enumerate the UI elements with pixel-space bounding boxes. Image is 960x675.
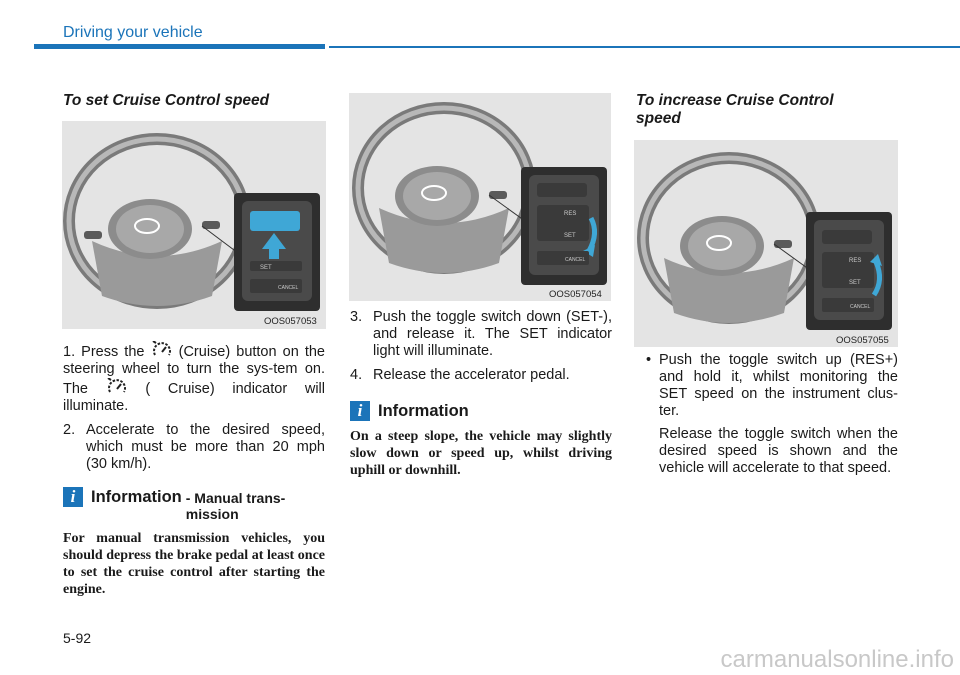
figure-code-3: OOS057055 (836, 335, 889, 346)
steps-list-left: 1. Press the (Cruise) button on the stee… (63, 341, 325, 480)
cruise-icon (107, 378, 126, 393)
figure-steering-wheel-1: SET CANCEL (62, 121, 326, 329)
step-1-text-c: ( Cruise) indicator will illuminate. (63, 381, 325, 414)
figure-label-set: SET (849, 280, 861, 286)
step-4-number: 4. (350, 367, 363, 383)
step-3-text: Push the toggle switch down (SET-), and … (373, 309, 612, 359)
figure-label-cancel: CANCEL (278, 285, 299, 291)
figure-label-cancel: CANCEL (850, 304, 871, 310)
step-2-text: Accelerate to the desired speed, which m… (86, 422, 325, 472)
figure-label-set: SET (260, 265, 272, 271)
figure-label-cancel: CANCEL (565, 257, 586, 263)
info-icon: i (63, 487, 83, 507)
cruise-icon (151, 341, 171, 356)
step-3-number: 3. (350, 309, 363, 325)
info-header-left: i Information - Manual trans- mission (63, 487, 285, 522)
info-subtitle: - Manual trans- mission (185, 490, 286, 522)
bullet-item: • Push the toggle switch up (RES+) and h… (636, 352, 898, 483)
header-rule-thin (329, 46, 960, 48)
info-body-middle: On a steep slope, the vehicle may slight… (350, 429, 612, 478)
heading-increase-speed: To increase Cruise Control speed (636, 92, 834, 127)
header-rule-thick (34, 44, 325, 49)
step-1-text-a: 1. Press the (63, 344, 151, 360)
figure-code-2: OOS057054 (549, 289, 602, 300)
info-body-left: For manual transmission vehicles, you sh… (63, 531, 325, 597)
step-1: 1. Press the (Cruise) button on the stee… (63, 341, 325, 415)
figure-label-res: RES (849, 258, 861, 264)
figure-code-1: OOS057053 (264, 316, 317, 327)
step-2-number: 2. (63, 422, 76, 438)
step-2: 2. Accelerate to the desired speed, which… (63, 422, 325, 473)
info-icon: i (350, 401, 370, 421)
watermark: carmanualsonline.info (720, 646, 954, 673)
info-title: Information (91, 488, 182, 506)
bullet-para-2: Release the toggle switch when the desir… (659, 426, 898, 476)
figure-steering-wheel-2: RES SET CANCEL (349, 93, 611, 301)
heading-set-speed: To set Cruise Control speed (63, 92, 270, 109)
bullet-glyph: • (646, 352, 652, 368)
step-3: 3. Push the toggle switch down (SET-), an… (350, 309, 612, 360)
bullet-para-1: Push the toggle switch up (RES+) and hol… (659, 352, 898, 419)
step-4: 4. Release the accelerator pedal. (350, 367, 612, 384)
figure-label-set: SET (564, 233, 576, 239)
step-4-text: Release the accelerator pedal. (373, 367, 570, 383)
figure-label-res: RES (564, 211, 576, 217)
section-title: Driving your vehicle (63, 24, 203, 41)
figure-steering-wheel-3: RES SET CANCEL (634, 140, 898, 347)
info-title: Information (378, 402, 469, 420)
steps-list-middle: 3. Push the toggle switch down (SET-), an… (350, 309, 612, 391)
page-number: 5-92 (63, 630, 92, 646)
info-header-middle: i Information (350, 401, 469, 421)
step-1-text-b: (Cruise) button on the steering wheel to… (63, 344, 325, 397)
